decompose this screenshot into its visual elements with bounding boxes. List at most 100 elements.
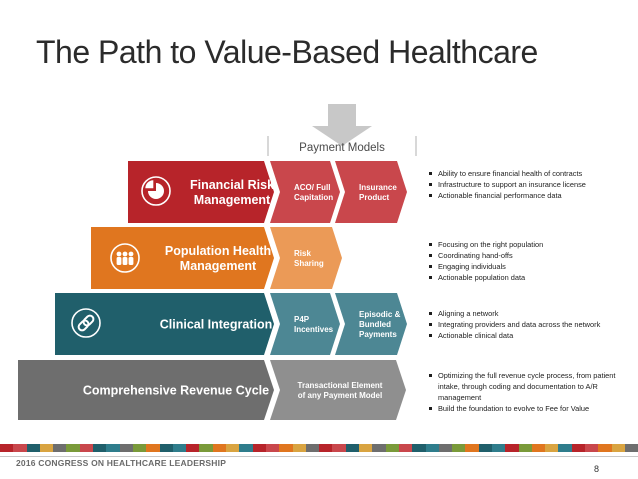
footer-bar-segment bbox=[452, 444, 466, 452]
footer-bar-segment bbox=[558, 444, 572, 452]
bullet-item: Infrastructure to support an insurance l… bbox=[428, 179, 628, 190]
footer-bar-segment bbox=[79, 444, 94, 452]
footer-label: 2016 CONGRESS ON HEALTHCARE LEADERSHIP bbox=[16, 458, 227, 468]
tier-label: Financial Risk bbox=[190, 178, 274, 192]
payment-model-label: Risk bbox=[294, 249, 311, 258]
bullet-item: Engaging individuals bbox=[428, 261, 628, 272]
bullet-item: Optimizing the full revenue cycle proces… bbox=[428, 370, 624, 403]
footer-bar-segment bbox=[491, 444, 506, 452]
footer-bar-segment bbox=[212, 444, 227, 452]
tier-label: Population Health bbox=[165, 244, 271, 258]
footer-bar-segment bbox=[159, 444, 173, 452]
footer-bar-segment bbox=[332, 444, 346, 452]
footer-bar-segment bbox=[345, 444, 360, 452]
payment-model-shape bbox=[335, 161, 407, 223]
footer-bar-segment bbox=[39, 444, 54, 452]
footer-bar-segment bbox=[26, 444, 40, 452]
tier-label: Clinical Integration bbox=[160, 318, 273, 332]
footer-bar-segment bbox=[279, 444, 293, 452]
footer-bar-segment bbox=[0, 444, 14, 452]
payment-model-label: P4P bbox=[294, 315, 310, 324]
footer-bar-segment bbox=[478, 444, 492, 452]
footer-bar-segment bbox=[199, 444, 213, 452]
footer-bar-segment bbox=[531, 444, 546, 452]
footer-bar-segment bbox=[132, 444, 147, 452]
footer-bar-segment bbox=[226, 444, 240, 452]
footer-bar-segment bbox=[252, 444, 266, 452]
footer-bar-segment bbox=[571, 444, 586, 452]
tier-shape bbox=[91, 227, 274, 289]
payment-model-label: Product bbox=[359, 193, 390, 202]
footer-bar-segment bbox=[53, 444, 67, 452]
footer-bar-segment bbox=[545, 444, 559, 452]
footer-bar-segment bbox=[66, 444, 80, 452]
payment-model-label: Transactional Element bbox=[298, 381, 383, 390]
tier-shape bbox=[128, 161, 274, 223]
payment-model-label: Sharing bbox=[294, 259, 324, 268]
footer-bar-segment bbox=[624, 444, 638, 452]
people-icon bbox=[110, 243, 140, 273]
payment-model-label: Episodic & bbox=[359, 310, 401, 319]
footer-bar-segment bbox=[93, 444, 107, 452]
footer-bar-segment bbox=[372, 444, 386, 452]
footer-bar-segment bbox=[518, 444, 532, 452]
payment-model-shape bbox=[270, 293, 340, 355]
down-arrow-icon bbox=[312, 104, 372, 146]
chain-link-icon bbox=[71, 308, 101, 338]
bullet-item: Aligning a network bbox=[428, 308, 633, 319]
bullet-item: Ability to ensure financial health of co… bbox=[428, 168, 628, 179]
payment-model-label: Incentives bbox=[294, 325, 334, 334]
tier-shape bbox=[55, 293, 274, 355]
payment-model-label: ACO/ Full bbox=[294, 183, 330, 192]
page-number: 8 bbox=[594, 464, 600, 474]
footer-bar-segment bbox=[585, 444, 599, 452]
footer-bar-segment bbox=[319, 444, 333, 452]
payment-model-shape bbox=[335, 293, 407, 355]
footer-bar-segment bbox=[106, 444, 120, 452]
slide-title: The Path to Value-Based Healthcare bbox=[36, 34, 538, 70]
footer-bar-segment bbox=[398, 444, 413, 452]
footer-bar-segment bbox=[359, 444, 373, 452]
tier-label: Management bbox=[194, 193, 271, 207]
payment-model-label: Bundled bbox=[359, 320, 391, 329]
footer-bar-segment bbox=[305, 444, 320, 452]
footer-bar-segment bbox=[385, 444, 399, 452]
pie-chart-icon bbox=[141, 176, 171, 206]
bullet-item: Actionable clinical data bbox=[428, 330, 633, 341]
footer-bar-segment bbox=[119, 444, 133, 452]
footer-bar-segment bbox=[425, 444, 439, 452]
footer-bar-segment bbox=[611, 444, 625, 452]
payment-model-label: of any Payment Model bbox=[298, 391, 382, 400]
payment-model-label: Insurance bbox=[359, 183, 397, 192]
payment-model-shape bbox=[270, 227, 342, 289]
footer-color-bar bbox=[0, 444, 638, 452]
footer-bar-segment bbox=[438, 444, 453, 452]
revenue-cycle-bullets: Optimizing the full revenue cycle proces… bbox=[428, 370, 624, 414]
payment-model-shape bbox=[270, 161, 340, 223]
financial-risk-bullets: Ability to ensure financial health of co… bbox=[428, 168, 628, 201]
footer-bar-segment bbox=[146, 444, 160, 452]
footer-bar-segment bbox=[239, 444, 253, 452]
footer-divider bbox=[0, 456, 638, 457]
tier-label: Management bbox=[180, 259, 257, 273]
payment-models-bracket bbox=[267, 136, 417, 156]
footer-bar-segment bbox=[265, 444, 280, 452]
tier-shape bbox=[18, 360, 274, 420]
bullet-item: Actionable population data bbox=[428, 272, 628, 283]
footer-bar-segment bbox=[465, 444, 479, 452]
footer-bar-segment bbox=[412, 444, 426, 452]
bullet-item: Actionable financial performance data bbox=[428, 190, 628, 201]
payment-model-shape bbox=[270, 360, 406, 420]
